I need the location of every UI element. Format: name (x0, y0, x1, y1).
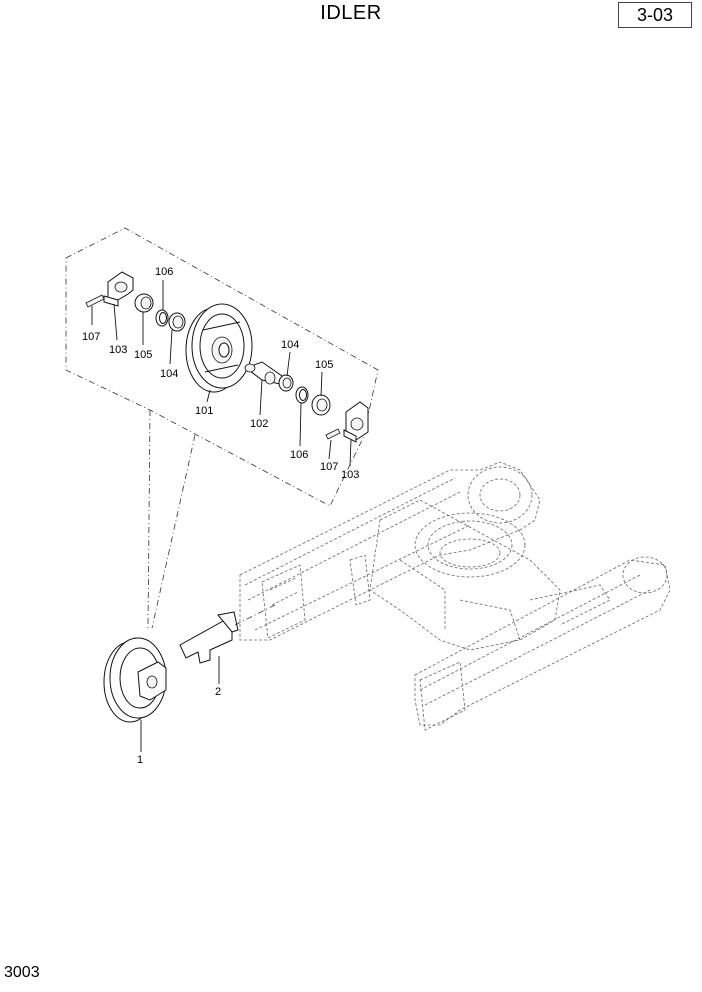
callout-104-right: 104 (281, 339, 299, 351)
leader-right (151, 434, 196, 629)
track-frame-outline (239, 461, 671, 731)
callout-107-left: 107 (82, 331, 100, 343)
part-105-left-collar (134, 293, 154, 313)
callout-leaders (91, 280, 352, 752)
part-105-right-collar (311, 394, 331, 416)
page-title: IDLER (320, 2, 382, 24)
leader-left (147, 409, 151, 629)
part-107-left-pin (85, 294, 105, 308)
part-103-left-bracket (103, 271, 134, 307)
part-101-idler-wheel (185, 303, 253, 393)
callout-1: 1 (137, 754, 143, 766)
part-106-right-ring (295, 386, 309, 404)
callout-106-top: 106 (155, 266, 173, 278)
callout-105-left: 105 (134, 349, 152, 361)
part-2-fork (179, 611, 239, 664)
callout-105-right: 105 (315, 359, 333, 371)
part-1-idler-assembly (103, 637, 167, 723)
page-reference-box: 3-03 (618, 2, 692, 28)
part-104-right-bushing (278, 374, 294, 392)
part-107-right-pin (325, 428, 341, 440)
fork-axis-line (234, 604, 276, 626)
callout-101: 101 (195, 405, 213, 417)
callout-102: 102 (250, 418, 268, 430)
callout-103-left: 103 (109, 344, 127, 356)
explosion-boundary (65, 227, 379, 507)
callout-104-left: 104 (160, 368, 178, 380)
footer-code: 3003 (4, 964, 40, 981)
callout-103-right: 103 (341, 469, 359, 481)
part-102-shaft (244, 361, 283, 385)
part-106-left-ring (155, 309, 169, 327)
part-103-right-bracket (343, 401, 369, 443)
callout-2: 2 (215, 686, 221, 698)
part-104-left-bushing (168, 312, 186, 332)
callout-106-right: 106 (290, 449, 308, 461)
callout-107-right: 107 (320, 461, 338, 473)
